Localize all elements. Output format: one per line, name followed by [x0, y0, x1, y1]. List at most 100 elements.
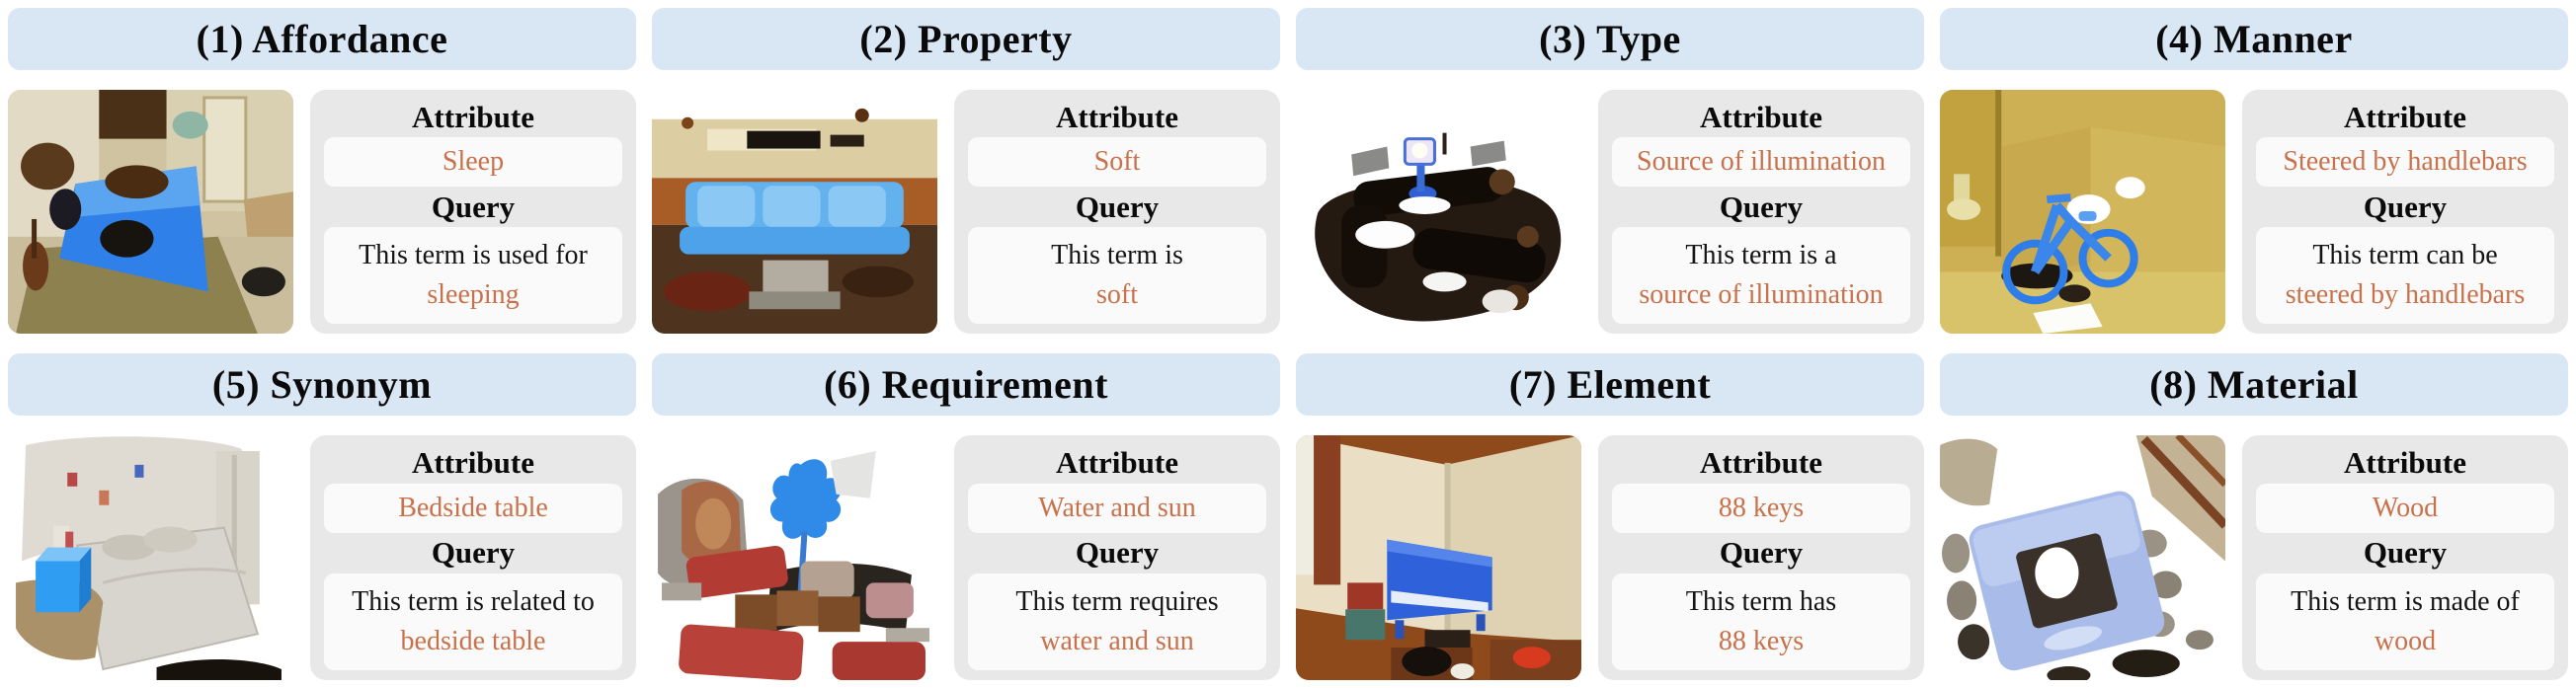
query-highlight: steered by handlebars: [2285, 278, 2526, 310]
query-label: Query: [1719, 535, 1804, 571]
panel-title: (7) Element: [1508, 362, 1712, 407]
panel-title-banner: (7) Element: [1296, 353, 1924, 416]
query-highlight: wood: [2374, 625, 2437, 656]
highlighted-bedside-table: [36, 547, 92, 613]
attribute-label: Attribute: [2344, 100, 2466, 135]
attribute-query-card: Attribute Soft Query This term is soft: [954, 90, 1280, 334]
panel-title: (8) Material: [2149, 362, 2359, 407]
attribute-query-card: Attribute Source of illumination Query T…: [1598, 90, 1924, 334]
panel-element: (7) Element: [1296, 353, 1924, 680]
panel-title-banner: (4) Manner: [1940, 8, 2568, 70]
attribute-query-card: Attribute 88 keys Query This term has 88…: [1598, 435, 1924, 680]
highlighted-sofa: [680, 182, 910, 255]
panel-type: (3) Type: [1296, 8, 1924, 334]
attribute-query-card: Attribute Sleep Query This term is used …: [310, 90, 636, 334]
panel-synonym: (5) Synonym: [8, 353, 636, 680]
attribute-value-box: Sleep: [324, 137, 622, 188]
scene-image-lounge-blue-lamp: [1296, 90, 1581, 334]
query-label: Query: [431, 535, 516, 571]
query-highlight: water and sun: [1040, 625, 1194, 656]
attribute-label: Attribute: [2344, 445, 2466, 481]
attribute-value: Bedside table: [398, 492, 548, 523]
panel-title: (4) Manner: [2155, 17, 2353, 61]
query-prefix: This term is used for: [359, 239, 588, 270]
panel-title: (3) Type: [1539, 17, 1681, 61]
attribute-label: Attribute: [1056, 100, 1178, 135]
query-label: Query: [1075, 535, 1160, 571]
attribute-label: Attribute: [412, 445, 534, 481]
scene-image-bathroom-blue-bicycle: [1940, 90, 2225, 334]
attribute-value: Water and sun: [1038, 492, 1196, 523]
attribute-query-card: Attribute Water and sun Query This term …: [954, 435, 1280, 680]
panel-title: (2) Property: [859, 17, 1073, 61]
query-label: Query: [1719, 189, 1804, 224]
query-label: Query: [2363, 189, 2448, 224]
attribute-value-box: Bedside table: [324, 483, 622, 533]
query-box: This term is related to bedside table: [324, 573, 622, 670]
query-box: This term can be steered by handlebars: [2256, 226, 2554, 324]
attribute-value: Sleep: [442, 146, 505, 178]
attribute-label: Attribute: [1700, 100, 1822, 135]
query-box: This term is a source of illumination: [1612, 226, 1910, 324]
query-box: This term has 88 keys: [1612, 573, 1910, 670]
panel-manner: (4) Manner: [1940, 8, 2568, 334]
panel-title: (6) Requirement: [824, 362, 1108, 407]
query-prefix: This term requires: [1015, 585, 1219, 617]
scene-image-living-room-blue-sofa: [652, 90, 937, 334]
attribute-label: Attribute: [412, 100, 534, 135]
scene-image-bedroom-blue-bedside-table: [8, 435, 293, 680]
query-box: This term is used for sleeping: [324, 226, 622, 324]
attribute-query-card: Attribute Wood Query This term is made o…: [2242, 435, 2568, 680]
attribute-value-box: Steered by handlebars: [2256, 137, 2554, 188]
query-prefix: This term is made of: [2291, 585, 2520, 617]
ottomans: [735, 590, 860, 633]
query-highlight: source of illumination: [1639, 278, 1884, 310]
panel-material: (8) Material: [1940, 353, 2568, 680]
highlighted-piano: [1387, 539, 1492, 640]
attribute-value: 88 keys: [1718, 492, 1805, 523]
panel-title-banner: (3) Type: [1296, 8, 1924, 70]
panel-title: (5) Synonym: [211, 362, 433, 407]
blue-sofa-illustration: [652, 90, 937, 334]
attribute-query-card: Attribute Bedside table Query This term …: [310, 435, 636, 680]
highlighted-bicycle: [2002, 193, 2138, 305]
scene-image-living-room-blue-piano: [1296, 435, 1581, 680]
attribute-value-box: Source of illumination: [1612, 137, 1910, 188]
attribute-label: Attribute: [1700, 445, 1822, 481]
blue-bicycle-illustration: [1940, 90, 2225, 334]
query-highlight: bedside table: [400, 625, 546, 656]
attribute-value: Wood: [2372, 492, 2439, 523]
attribute-value: Soft: [1093, 146, 1141, 178]
panel-requirement: (6) Requirement: [652, 353, 1280, 680]
query-label: Query: [1075, 189, 1160, 224]
panel-title: (1) Affordance: [196, 17, 448, 61]
attribute-value-box: Water and sun: [968, 483, 1266, 533]
panel-title-banner: (5) Synonym: [8, 353, 636, 416]
panel-property: (2) Property: [652, 8, 1280, 334]
scene-image-conference-room-blue-table: [1940, 435, 2225, 680]
query-label: Query: [431, 189, 516, 224]
query-box: This term is soft: [968, 226, 1266, 324]
query-prefix: This term can be: [2312, 239, 2498, 270]
attribute-value: Steered by handlebars: [2283, 146, 2528, 178]
scene-image-lobby-blue-plant: [652, 435, 937, 680]
red-sofas-plant-illustration: [652, 435, 937, 680]
query-highlight: soft: [1096, 278, 1138, 310]
dark-lounge-lamp-illustration: [1296, 90, 1581, 334]
query-highlight: 88 keys: [1718, 625, 1805, 656]
gray-bed-nightstand-illustration: [8, 435, 293, 680]
attribute-value: Source of illumination: [1637, 146, 1886, 178]
panel-affordance: (1) Affordance: [8, 8, 636, 334]
query-box: This term requires water and sun: [968, 573, 1266, 670]
attribute-value-box: 88 keys: [1612, 483, 1910, 533]
bedroom-blue-bed-illustration: [8, 90, 293, 334]
blue-piano-illustration: [1296, 435, 1581, 680]
attribute-value-box: Soft: [968, 137, 1266, 188]
query-highlight: sleeping: [427, 278, 520, 310]
panel-title-banner: (8) Material: [1940, 353, 2568, 416]
attribute-value-box: Wood: [2256, 483, 2554, 533]
query-prefix: This term is: [1051, 239, 1183, 270]
attribute-query-card: Attribute Steered by handlebars Query Th…: [2242, 90, 2568, 334]
